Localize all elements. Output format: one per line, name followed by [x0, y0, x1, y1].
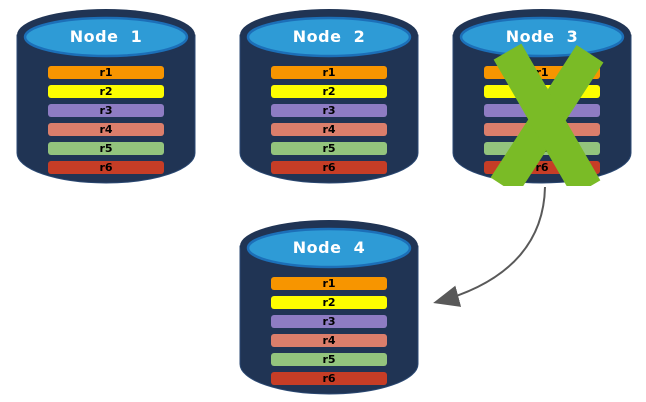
replica-list: r1 r2 r3 r4 r5 r6 — [271, 66, 387, 180]
replica-bar-r3: r3 — [48, 104, 164, 117]
replica-label: r6 — [535, 161, 549, 174]
replica-bar-r2: r2 — [271, 296, 387, 309]
replica-bar-r5: r5 — [271, 142, 387, 155]
node-title: Node 4 — [292, 238, 366, 257]
replica-bar-r2: r2 — [271, 85, 387, 98]
replica-label: r5 — [322, 142, 336, 155]
replica-label: r1 — [99, 66, 113, 79]
node-title: Node 2 — [292, 27, 366, 46]
replica-bar-r6: r6 — [48, 161, 164, 174]
replica-bar-r4: r4 — [271, 334, 387, 347]
replica-label: r1 — [322, 277, 336, 290]
node-title: Node 3 — [505, 27, 579, 46]
replica-bar-r4: r4 — [48, 123, 164, 136]
replica-bar-r5: r5 — [48, 142, 164, 155]
replica-label: r3 — [322, 315, 336, 328]
replica-bar-r1: r1 — [271, 277, 387, 290]
replica-bar-r1: r1 — [48, 66, 164, 79]
replica-label: r1 — [322, 66, 336, 79]
replica-label: r4 — [99, 123, 113, 136]
replica-label: r2 — [322, 85, 336, 98]
replica-bar-r2: r2 — [48, 85, 164, 98]
replica-label: r3 — [99, 104, 113, 117]
replica-label: r6 — [99, 161, 113, 174]
replica-label: r4 — [322, 334, 336, 347]
node-2: Node 2 r1 r2 r3 r4 r5 r6 — [239, 8, 419, 186]
replica-label: r5 — [322, 353, 336, 366]
replica-bar-r6: r6 — [271, 161, 387, 174]
replica-bar-r4: r4 — [271, 123, 387, 136]
replica-label: r4 — [322, 123, 336, 136]
node-3: Node 3 r1 r2 r3 r4 r5 r6 — [452, 8, 632, 186]
replica-bar-r3: r3 — [271, 315, 387, 328]
replica-bar-r3: r3 — [271, 104, 387, 117]
replica-label: r2 — [322, 296, 336, 309]
node-1: Node 1 r1 r2 r3 r4 r5 r6 — [16, 8, 196, 186]
replica-bar-r5: r5 — [271, 353, 387, 366]
replica-list: r1 r2 r3 r4 r5 r6 — [271, 277, 387, 391]
node-title: Node 1 — [69, 27, 143, 46]
replica-label: r6 — [322, 161, 336, 174]
failure-cross-icon — [490, 43, 604, 186]
replica-list: r1 r2 r3 r4 r5 r6 — [48, 66, 164, 180]
replica-bar-r6: r6 — [271, 372, 387, 385]
replica-label: r5 — [99, 142, 113, 155]
replica-label: r2 — [99, 85, 113, 98]
node-4: Node 4 r1 r2 r3 r4 r5 r6 — [239, 219, 419, 397]
replica-label: r6 — [322, 372, 336, 385]
replica-label: r3 — [322, 104, 336, 117]
replica-bar-r1: r1 — [271, 66, 387, 79]
